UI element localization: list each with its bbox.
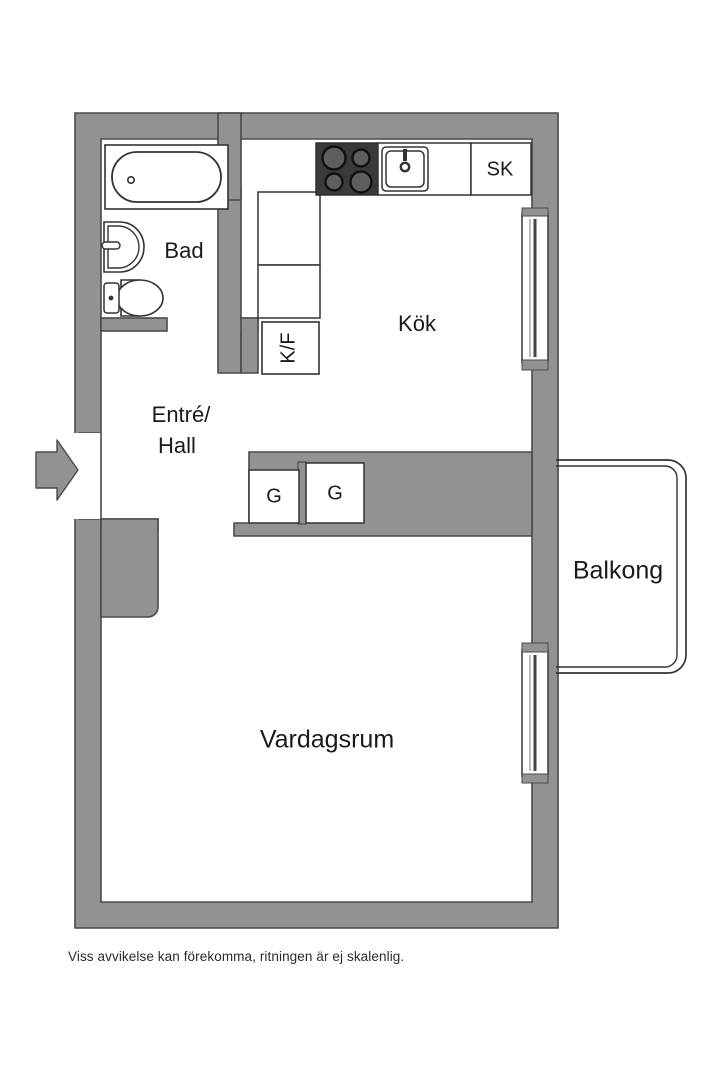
balcony-railing-outer: [556, 459, 687, 674]
stove-burner-medium-icon: [349, 170, 373, 194]
window-balcony-sill-top: [521, 642, 549, 653]
room-label-balkong: Balkong: [573, 557, 663, 585]
kitchen-wall-left-stub: [240, 317, 259, 374]
closet-g-1-box: [248, 469, 300, 524]
bathtub-basin: [111, 151, 222, 203]
room-labels: Bad Kök Entré/ Hall Vardagsrum Balkong: [152, 238, 664, 754]
cabinet-sk-label: SK: [487, 158, 514, 180]
window-balcony-sill-bottom: [521, 773, 549, 784]
fixture-labels: SK K/F G G: [266, 158, 514, 507]
cabinet-sk-box: [470, 142, 532, 196]
footnote-disclaimer: Viss avvikelse kan förekomma, ritningen …: [68, 949, 405, 964]
stove-burner-small-icon: [351, 148, 371, 168]
bathroom-wall-bottom: [100, 317, 168, 332]
washbasin-bowl: [107, 225, 140, 269]
stove-burner-small2-icon: [324, 172, 344, 192]
closets: [248, 462, 365, 524]
windows: [521, 207, 549, 784]
kitchen-sink-faucet-icon: [403, 149, 407, 161]
fridge-freezer-box: [261, 321, 320, 375]
room-label-bad: Bad: [164, 238, 203, 263]
closet-g-2-box: [305, 462, 365, 524]
toilet-flush-icon: [108, 295, 114, 301]
kitchen-counter-left-lower: [257, 264, 321, 319]
interior-wall-pillar-left: [100, 518, 159, 618]
balcony-railing-inner: [556, 465, 678, 668]
entrance-wall-gap: [74, 433, 102, 519]
washbasin-faucet-icon: [101, 241, 121, 250]
room-label-kok: Kök: [398, 311, 437, 336]
entrance-direction-arrow: [35, 439, 79, 501]
closet-g-2-label: G: [327, 482, 343, 504]
room-label-entre: Entré/: [152, 402, 212, 427]
toilet-seat-icon: [116, 279, 164, 317]
closet-g-1-label: G: [266, 485, 282, 507]
window-kitchen-sill-bottom: [521, 359, 549, 371]
entrance-arrow-icon: [35, 439, 79, 501]
kitchen-fittings: [257, 142, 532, 375]
window-kitchen-sill-top: [521, 207, 549, 217]
bathtub-drain-icon: [127, 176, 136, 185]
kitchen-sink-drain-icon: [399, 161, 411, 173]
kitchen-counter-left-upper: [257, 191, 321, 266]
bathroom-fixtures: [101, 144, 229, 317]
fridge-freezer-label: K/F: [277, 332, 299, 363]
room-label-hall: Hall: [158, 433, 196, 458]
balcony-outline: [556, 459, 687, 674]
room-label-vardagsrum: Vardagsrum: [260, 726, 394, 754]
stove-burner-large-icon: [321, 145, 347, 171]
